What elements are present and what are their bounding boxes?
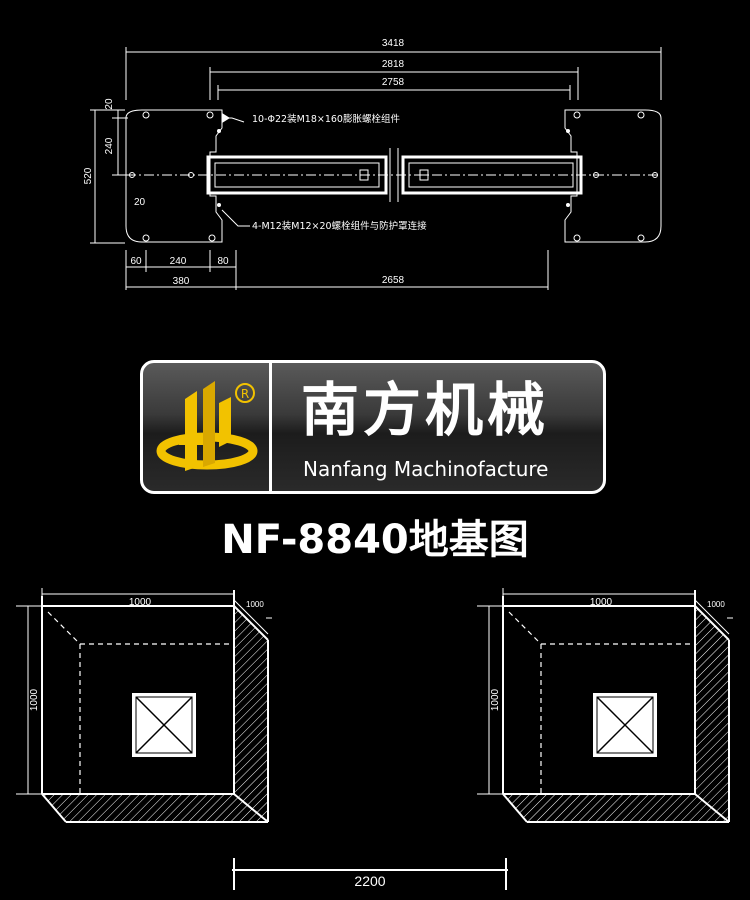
right-pit-height-label: 1000: [707, 600, 725, 609]
dim-depth: 520: [83, 109, 125, 244]
dim-overall-label: 3418: [382, 38, 405, 49]
registered-mark: R: [241, 387, 249, 401]
dim-bottom-offset-label: 20: [134, 197, 146, 208]
dim-foot-total-label: 380: [173, 276, 190, 287]
left-pit-depth-label: 1000: [29, 688, 40, 711]
note-anchor-bolts: 10-Φ22装M18×160膨胀螺栓组件: [252, 113, 400, 125]
left-foundation-pit: 1000 1000 1000: [16, 588, 272, 823]
dim-foundation-spacing: 2200: [232, 858, 508, 890]
dim-inner-span-label: 2758: [382, 77, 405, 88]
foundation-spacing-label: 2200: [354, 873, 385, 889]
dim-overall: 3418: [125, 38, 662, 100]
note-cover-bolts: 4-M12装M12×20螺栓组件与防护罩连接: [252, 220, 427, 232]
logo-english-name: Nanfang Machinofacture: [303, 457, 549, 481]
dim-outer-span: 2818: [209, 59, 579, 100]
floor-cover-channel: [126, 148, 661, 202]
plan-view: 3418 2818 2758 520 20 240 20: [83, 38, 662, 290]
dim-depth-label: 520: [83, 167, 94, 184]
dim-top-offset-label: 20: [104, 98, 115, 110]
left-pit-width-label: 1000: [129, 597, 152, 608]
callout-cover-bolts: 4-M12装M12×20螺栓组件与防护罩连接: [221, 209, 427, 232]
dim-post-spacing-label: 240: [104, 137, 115, 154]
page-title: NF-8840地基图: [221, 517, 529, 563]
logo-divider: [269, 363, 272, 491]
company-logo: R 南方机械 Nanfang Machinofacture: [140, 360, 606, 494]
dim-centre-span-label: 2658: [382, 275, 405, 286]
right-base-plate: [564, 109, 662, 243]
dim-outer-span-label: 2818: [382, 59, 405, 70]
dim-post-spacing: 20 240 20: [104, 98, 146, 208]
right-pit-width-label: 1000: [590, 597, 613, 608]
logo-chinese-name: 南方机械: [301, 376, 550, 444]
right-foundation-pit: 1000 1000 1000: [477, 588, 733, 823]
company-logo-mark-icon: R: [156, 381, 258, 471]
dim-foot-mid-label: 240: [170, 256, 187, 267]
dim-foot: 60 240 80 380: [125, 250, 237, 290]
dim-inner-span: 2758: [217, 77, 571, 100]
callout-anchor-bolts: 10-Φ22装M18×160膨胀螺栓组件: [222, 113, 400, 125]
left-pit-height-label: 1000: [246, 600, 264, 609]
left-base-plate: [125, 109, 223, 243]
dim-foot-right-label: 80: [217, 256, 229, 267]
dim-centre-span: 2658: [236, 250, 549, 290]
dim-foot-left-label: 60: [130, 256, 142, 267]
right-pit-depth-label: 1000: [490, 688, 501, 711]
